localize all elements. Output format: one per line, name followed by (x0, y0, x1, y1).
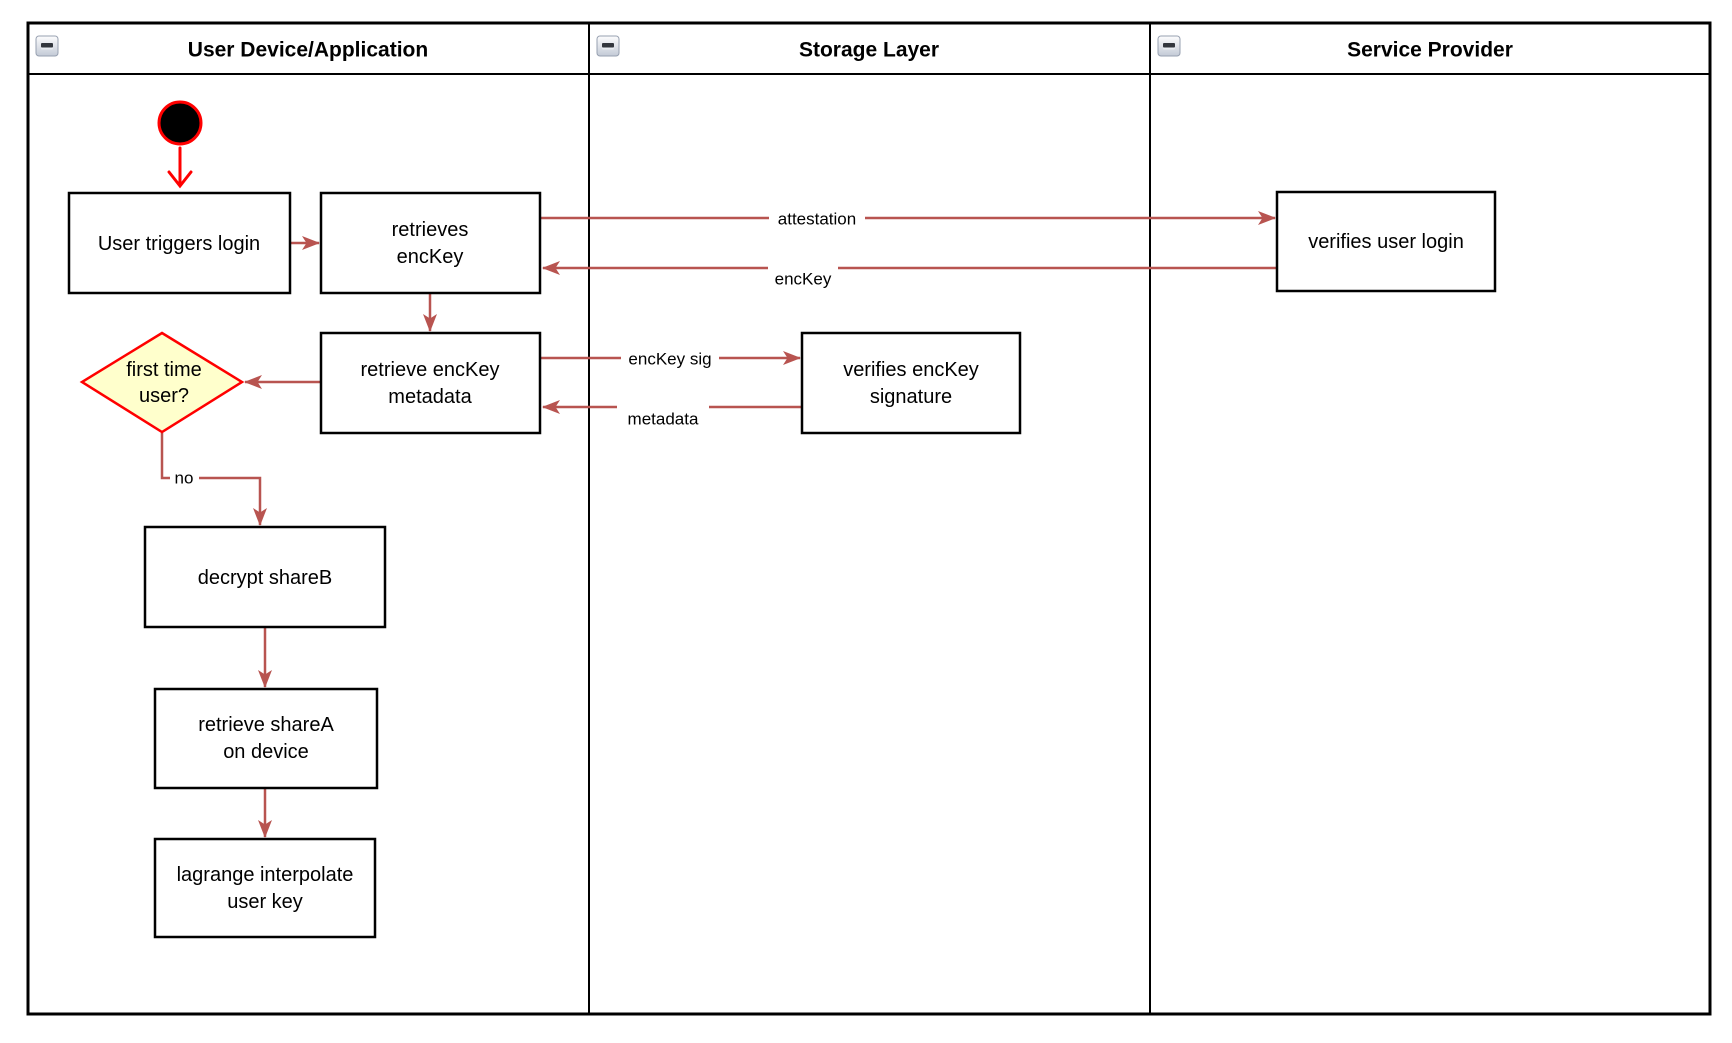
node-label-line1: lagrange interpolate (177, 864, 354, 886)
edge-decision-no[interactable] (160, 433, 267, 526)
lane-title-service-provider[interactable]: Service Provider (1347, 39, 1513, 62)
minus-highlight (1163, 47, 1175, 50)
edge-label-enckey[interactable]: encKey (775, 270, 832, 289)
node-label-line1: first time (126, 359, 202, 381)
edge-labels: attestation encKey encKey sig metadata n… (170, 206, 865, 489)
edge-label-metadata[interactable]: metadata (628, 410, 699, 429)
action-verifies-user-login[interactable]: verifies user login (1275, 190, 1497, 293)
node-label-line1: retrieve encKey (361, 359, 500, 381)
action-retrieve-sharea-on-device[interactable]: retrieve shareA on device (153, 687, 379, 790)
label-bg (170, 466, 199, 489)
edge-label-attestation[interactable]: attestation (778, 210, 856, 229)
action-user-triggers-login[interactable]: User triggers login (67, 191, 292, 295)
pool-border (26, 21, 1712, 1016)
edge-label-no[interactable]: no (175, 469, 194, 488)
node-label-line1: verifies encKey (843, 359, 979, 381)
action-retrieve-enckey-metadata[interactable]: retrieve encKey metadata (319, 331, 542, 435)
collapse-button-service-provider[interactable] (1157, 35, 1181, 57)
edge-start-to-login[interactable] (167, 146, 193, 189)
lane-title-user-device[interactable]: User Device/Application (188, 39, 428, 62)
action-retrieves-enckey[interactable]: retrieves encKey (319, 191, 542, 295)
label-bg (621, 346, 719, 370)
action-decrypt-shareb[interactable]: decrypt shareB (143, 525, 387, 629)
node-label-line1: retrieve shareA (198, 714, 334, 736)
open-arrowhead (167, 170, 193, 189)
minus-icon (1163, 43, 1175, 48)
node-label-line2: metadata (388, 386, 472, 408)
collapse-button-user-device[interactable] (35, 35, 59, 57)
collapse-button-storage-layer[interactable] (596, 35, 620, 57)
nodes: User triggers login retrieves encKey ret… (67, 100, 1497, 939)
label-bg (769, 206, 865, 230)
node-label-line2: user? (139, 385, 189, 407)
node-label: User triggers login (98, 233, 260, 255)
initial-node[interactable] (157, 100, 203, 146)
lane-title-storage-layer[interactable]: Storage Layer (799, 39, 939, 62)
node-label-line2: user key (227, 891, 303, 913)
swimlane-pool: User Device/Application Storage Layer Se… (26, 21, 1712, 1016)
decision-first-time-user[interactable]: first time user? (79, 331, 245, 434)
action-lagrange-interpolate-user-key[interactable]: lagrange interpolate user key (153, 837, 377, 939)
node-label-line2: on device (223, 741, 309, 763)
node-label-line1: retrieves (392, 219, 469, 241)
action-verifies-enckey-signature[interactable]: verifies encKey signature (800, 331, 1022, 435)
label-bg (768, 266, 838, 291)
minus-highlight (41, 47, 53, 50)
node-label: verifies user login (1308, 231, 1464, 253)
node-label-line2: encKey (397, 246, 464, 268)
node-label: decrypt shareB (198, 567, 333, 589)
node-label-line2: signature (870, 386, 952, 408)
minus-highlight (602, 47, 614, 50)
label-bg (617, 402, 709, 431)
edge-label-enckey-sig[interactable]: encKey sig (628, 350, 711, 369)
minus-icon (602, 43, 614, 48)
minus-icon (41, 43, 53, 48)
